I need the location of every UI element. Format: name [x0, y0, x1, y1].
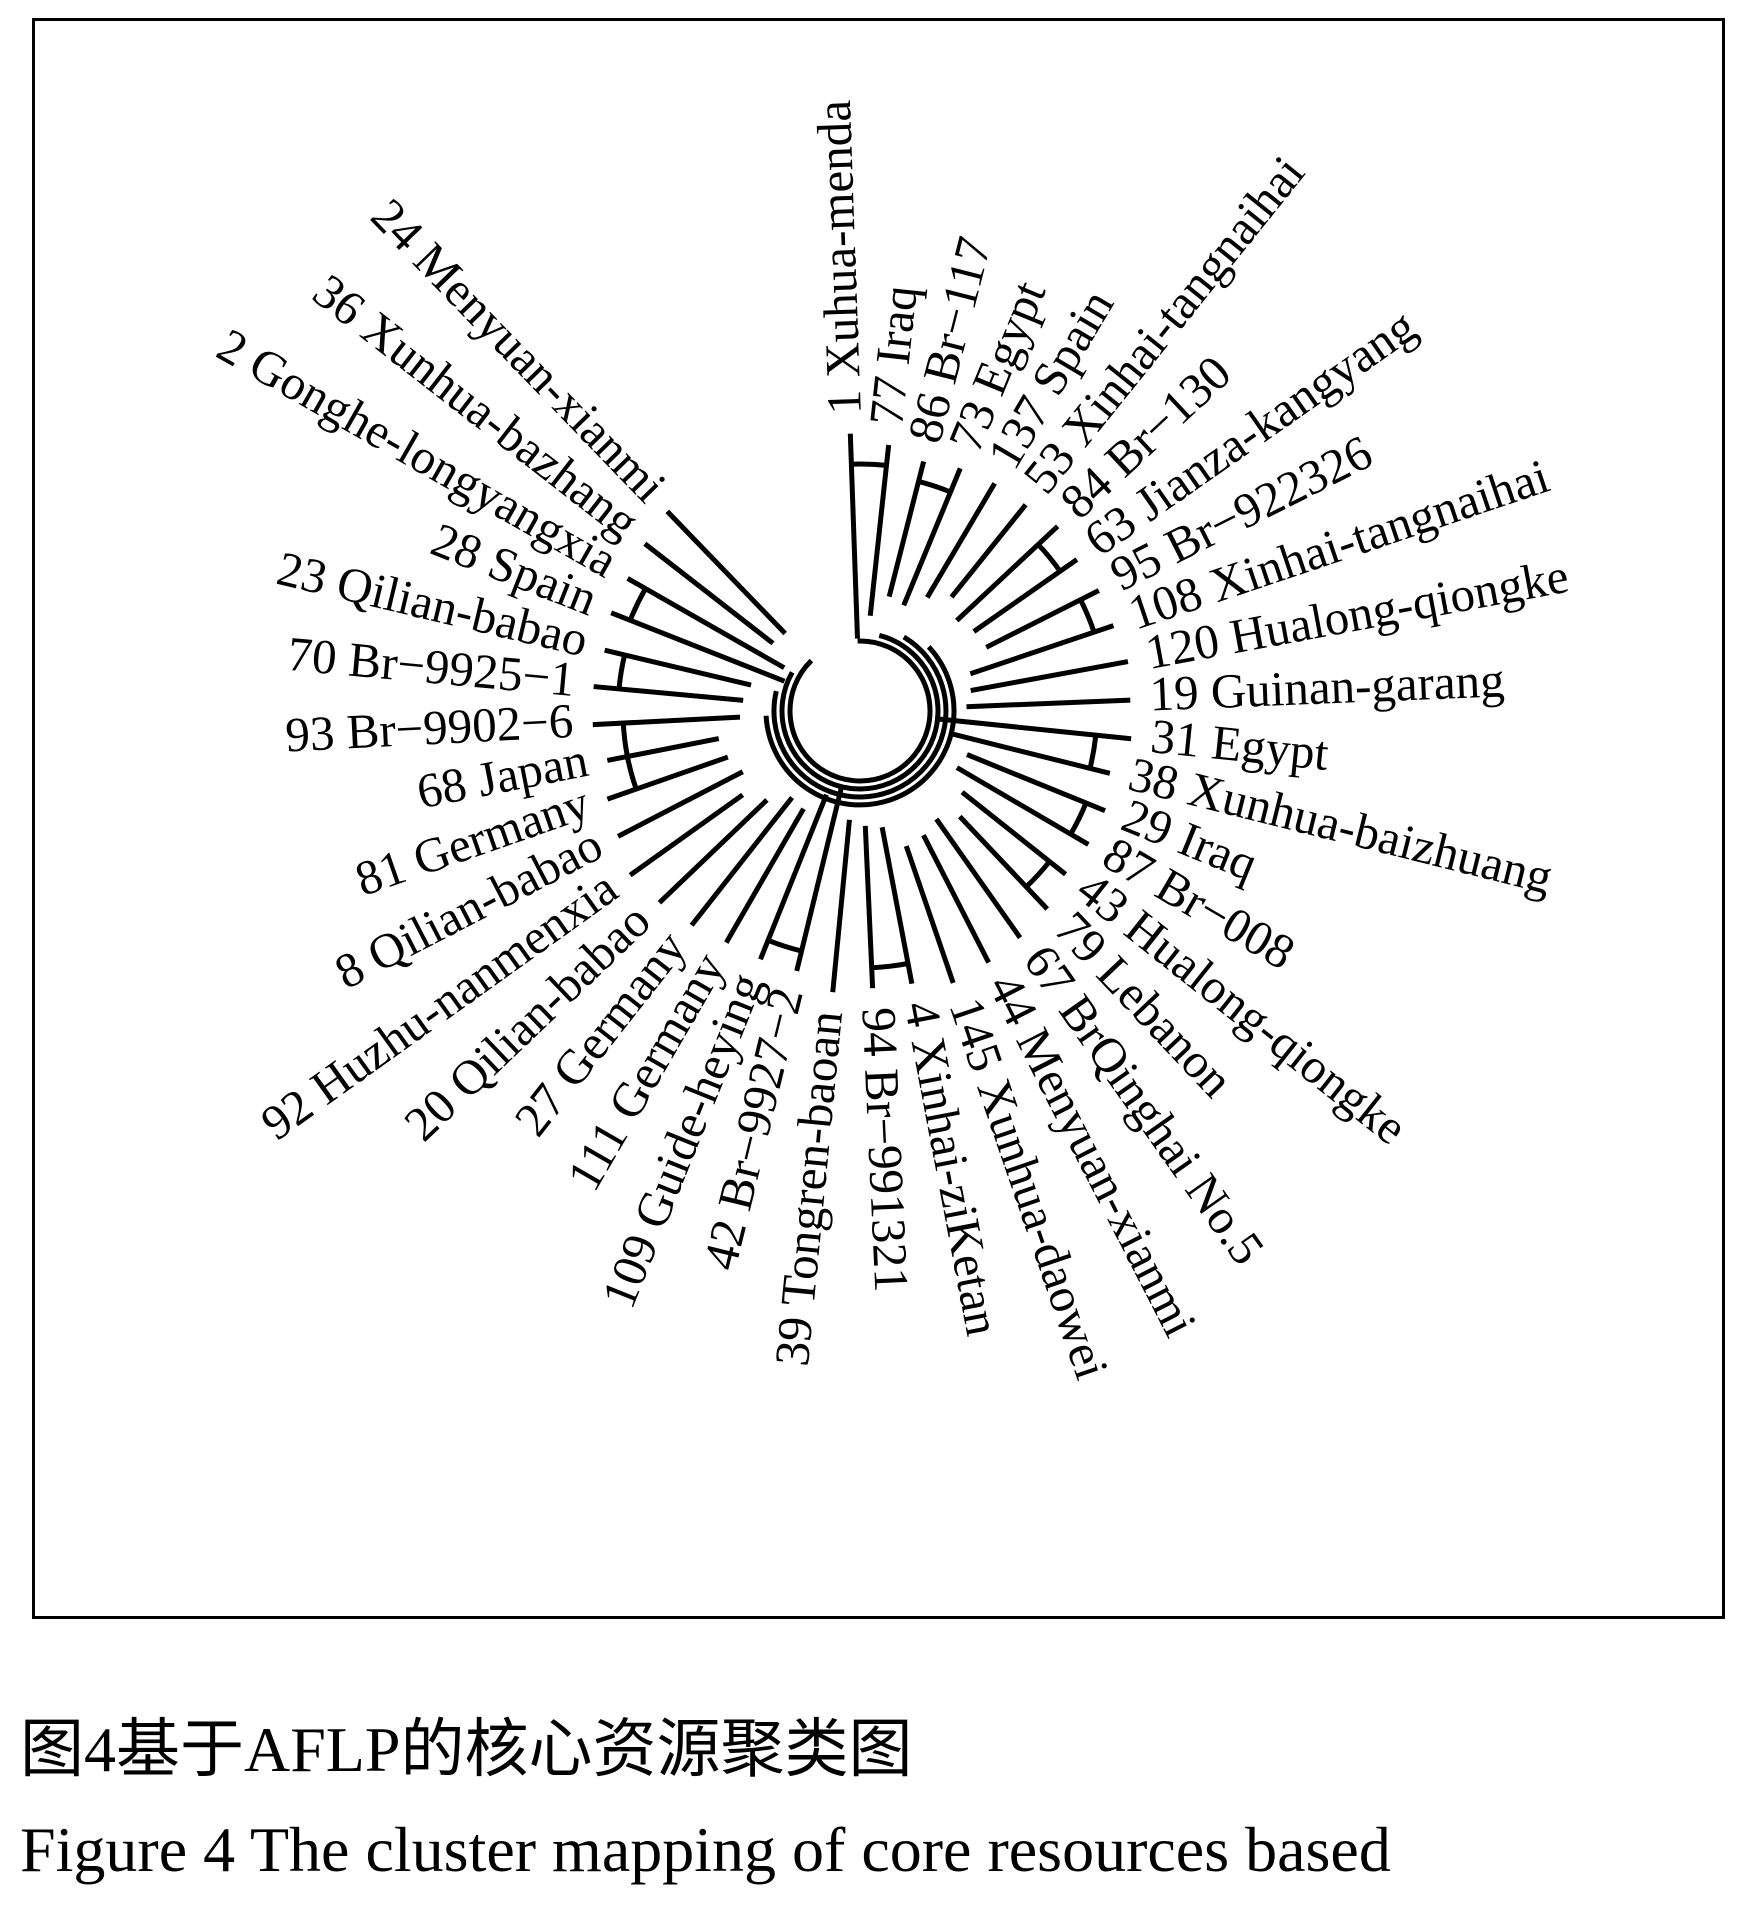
leaf-branch	[626, 576, 786, 670]
clade-bracket	[624, 756, 639, 790]
clade-bracket	[917, 478, 952, 495]
leaf-label: 1 Xuhua-menda	[806, 99, 872, 415]
leaf-branch	[972, 557, 1079, 634]
clade-bracket	[1078, 598, 1097, 634]
clade-bracket	[620, 722, 630, 757]
leaf-branch	[949, 503, 1028, 599]
leaf-branch	[643, 541, 775, 646]
leaf-branch	[901, 467, 963, 607]
leaf-branch	[593, 684, 744, 703]
leaf-branch	[830, 819, 852, 993]
clade-bracket	[1087, 734, 1099, 769]
clade-bracket	[1024, 859, 1052, 889]
leaf-branch	[886, 460, 927, 598]
clade-bracket	[1068, 802, 1089, 836]
leaf-branch	[955, 765, 1090, 847]
dendrogram-branches	[592, 433, 1132, 993]
leaf-branch	[903, 845, 956, 984]
leaf-branch	[925, 482, 997, 599]
backbone-arc	[763, 645, 957, 808]
leaf-branch	[592, 714, 741, 728]
figure-caption-chinese: 图4基于AFLP的核心资源聚类图	[20, 1714, 913, 1785]
leaf-branch	[862, 825, 876, 989]
leaf-branch	[758, 793, 829, 961]
leaf-branch	[934, 817, 1023, 940]
leaf-label: 94 Br−991321	[851, 1006, 919, 1293]
leaf-branch	[957, 814, 1050, 911]
backbone-arc	[771, 634, 949, 800]
clade-bracket	[851, 461, 887, 468]
clade-bracket	[616, 654, 628, 690]
leaf-branch	[955, 524, 1060, 623]
leaf-branch	[970, 659, 1129, 694]
leaf-branch	[794, 786, 844, 972]
backbone-arc	[779, 632, 941, 792]
leaf-branch	[606, 736, 720, 763]
leaf-branch	[867, 444, 892, 617]
leaf-branch	[689, 795, 795, 927]
leaf-branch	[606, 754, 729, 802]
leaf-branch	[949, 731, 1111, 776]
leaf-branch	[921, 834, 991, 964]
clade-bracket	[1036, 542, 1063, 573]
clade-bracket	[871, 961, 909, 971]
leaf-branch	[879, 826, 915, 985]
leaf-branch	[960, 790, 1068, 877]
leaf-branch	[604, 647, 752, 688]
figure-caption-english: Figure 4 The cluster mapping of core res…	[20, 1814, 1391, 1885]
leaf-branch	[610, 610, 786, 684]
leaf-branch	[966, 697, 1131, 710]
leaf-branch	[616, 769, 744, 839]
leaf-branch	[985, 588, 1100, 650]
leaf-branch	[724, 807, 806, 944]
leaf-branch	[969, 623, 1115, 677]
clade-bracket	[767, 937, 803, 954]
leaf-branch	[934, 716, 1132, 742]
leaf-branch	[657, 798, 769, 905]
leaf-branch	[966, 752, 1106, 814]
leaf-branch	[628, 792, 745, 878]
leaf-branch	[665, 509, 787, 636]
backbone-arc	[787, 638, 933, 784]
leaf-branch	[847, 433, 860, 639]
clade-bracket	[627, 587, 648, 622]
